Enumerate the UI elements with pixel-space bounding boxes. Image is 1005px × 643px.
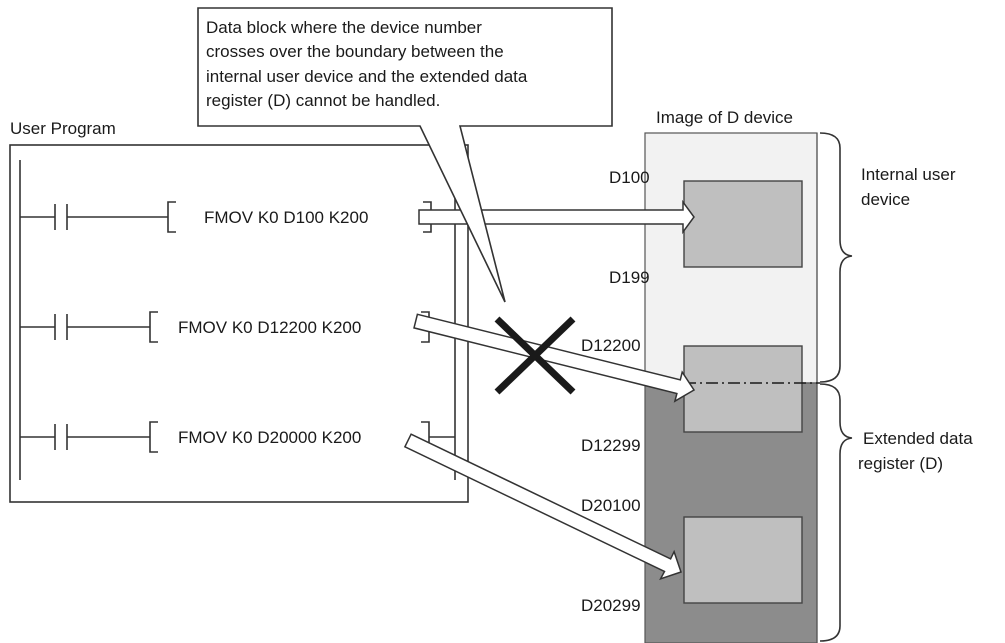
cross-mark <box>494 316 576 395</box>
callout-line-3: internal user device and the extended da… <box>206 67 528 86</box>
extended-data-register-label-1: Extended data <box>863 429 973 448</box>
user-program-box <box>9 144 469 503</box>
label-d12200: D12200 <box>581 336 641 355</box>
arrow-d100-to-block <box>418 199 695 235</box>
arrow-d20000-to-block <box>403 433 682 581</box>
callout-text: Data block where the device number cross… <box>206 18 528 110</box>
label-d20100: D20100 <box>581 496 641 515</box>
data-block-d100 <box>683 180 803 268</box>
device-memory-image <box>644 132 820 643</box>
instruction-rung-3: FMOV K0 D20000 K200 <box>178 428 361 447</box>
instruction-rung-1: FMOV K0 D100 K200 <box>204 208 368 227</box>
label-d199: D199 <box>609 268 650 287</box>
callout-line-2: crosses over the boundary between the <box>206 42 504 61</box>
instruction-rung-2: FMOV K0 D12200 K200 <box>178 318 361 337</box>
data-block-d12200 <box>683 345 803 433</box>
internal-user-device-label-2: device <box>861 190 910 209</box>
label-d20299: D20299 <box>581 596 641 615</box>
label-d100: D100 <box>609 168 650 187</box>
extended-data-register-brace <box>819 383 853 642</box>
callout-line-1: Data block where the device number <box>206 18 482 37</box>
data-block-d20100 <box>683 516 803 604</box>
arrow-d12200-to-block <box>413 313 696 403</box>
device-image-title: Image of D device <box>656 108 793 127</box>
callout-line-4: register (D) cannot be handled. <box>206 91 440 110</box>
extended-data-register-label-2: register (D) <box>858 454 943 473</box>
user-program-title: User Program <box>10 119 116 138</box>
callout-box <box>197 7 613 303</box>
internal-user-device-label-1: Internal user <box>861 165 956 184</box>
internal-user-device-brace <box>819 132 853 383</box>
label-d12299: D12299 <box>581 436 641 455</box>
